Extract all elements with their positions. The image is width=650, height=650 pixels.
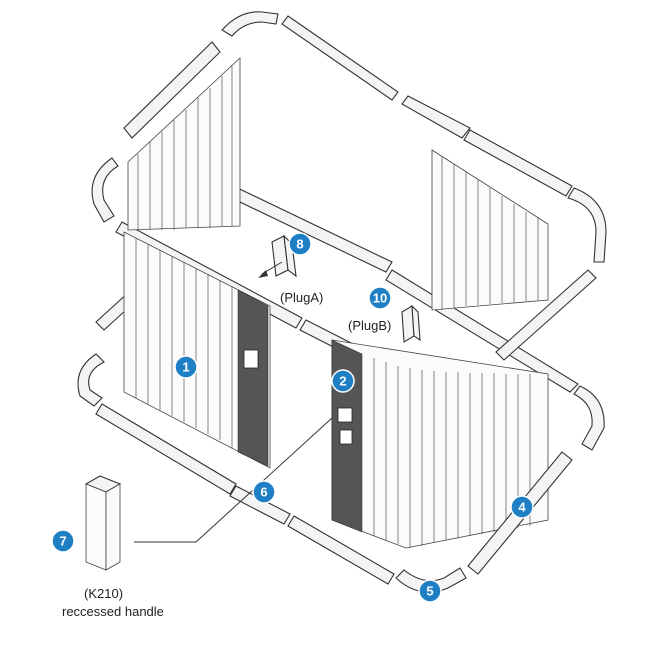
svg-text:4: 4	[518, 500, 526, 515]
leader-lines	[134, 261, 333, 543]
bottom-front-rail	[287, 515, 395, 585]
handle-slot-right-lower	[339, 429, 353, 445]
inner-cross-bar-right-front	[495, 269, 597, 361]
callout-4: 4	[510, 495, 534, 519]
callout-2: 2	[331, 369, 355, 393]
callout-7: 7	[51, 529, 75, 553]
top-back-rail	[281, 15, 399, 101]
plug-b-label: (PlugB)	[348, 318, 391, 333]
handle-slot-right-upper	[337, 407, 353, 423]
top-right-rail	[463, 129, 573, 197]
top-back-rail-joint	[401, 95, 471, 139]
callout-6: 6	[252, 480, 276, 504]
handle-name-label: reccessed handle	[62, 604, 164, 619]
handle-code-label: (K210)	[84, 586, 123, 601]
svg-text:7: 7	[59, 534, 66, 549]
recessed-handle-part	[84, 475, 122, 571]
front-left-wall	[123, 231, 271, 469]
bottom-front-right-corner	[395, 567, 467, 593]
top-left-rail	[123, 41, 221, 139]
plug-b-part	[401, 304, 421, 343]
bottom-left-rail	[95, 403, 237, 495]
top-left-corner-connector	[221, 11, 279, 37]
bottom-left-corner	[77, 353, 105, 407]
back-left-wall	[127, 57, 241, 231]
bottom-front-joint	[229, 485, 291, 525]
leader-line-handle-diagonal	[195, 417, 333, 543]
bottom-right-corner	[573, 385, 605, 451]
callout-1: 1	[174, 355, 198, 379]
callout-8: 8	[288, 232, 312, 256]
svg-text:5: 5	[426, 584, 433, 599]
front-left-dark-edge	[237, 289, 269, 467]
back-right-wall	[431, 149, 549, 311]
top-front-left-corner	[91, 157, 119, 223]
arrow-head-plug-a	[258, 270, 268, 278]
svg-text:6: 6	[260, 485, 267, 500]
svg-text:8: 8	[296, 237, 303, 252]
callout-10: 10	[368, 286, 392, 310]
bottom-frame	[77, 353, 605, 593]
handle-slot-left	[243, 349, 259, 369]
plug-a-label: (PlugA)	[280, 290, 323, 305]
svg-text:1: 1	[182, 360, 189, 375]
svg-text:10: 10	[373, 291, 387, 306]
top-right-corner-connector	[567, 187, 607, 263]
svg-text:2: 2	[339, 374, 346, 389]
callout-5: 5	[418, 579, 442, 603]
